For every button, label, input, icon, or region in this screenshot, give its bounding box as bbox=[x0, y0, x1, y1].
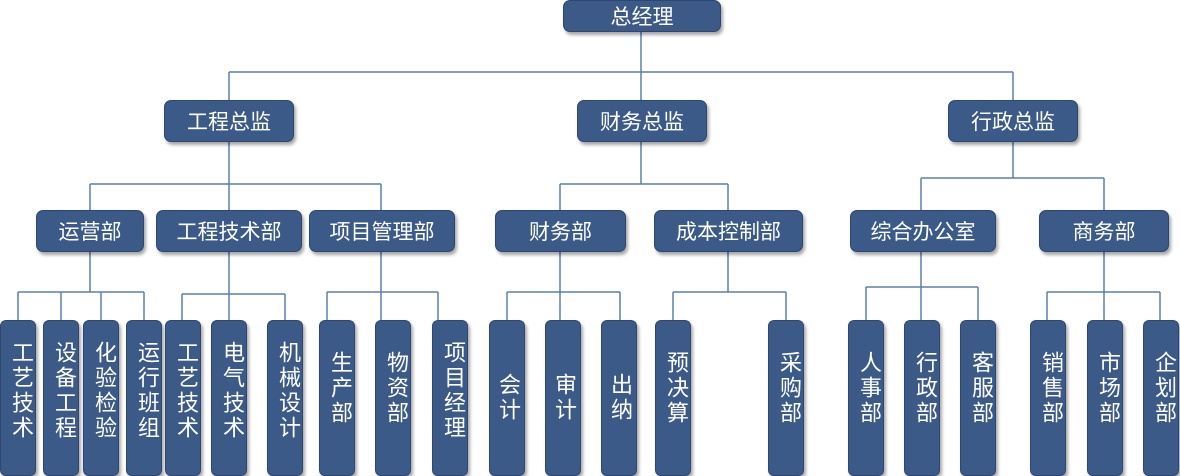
connector-admin bbox=[920, 142, 1105, 210]
connector-ceo bbox=[228, 32, 1014, 100]
dept-operations: 运营部 bbox=[36, 210, 144, 252]
director-admin: 行政总监 bbox=[948, 100, 1078, 142]
unit-planning: 企划部 bbox=[1143, 320, 1179, 476]
connector-finance bbox=[559, 142, 729, 210]
unit-project-manager: 项目经理 bbox=[432, 320, 468, 476]
connector-engineering bbox=[89, 142, 382, 210]
connector-finance-dept bbox=[506, 252, 621, 320]
dept-finance: 财务部 bbox=[495, 210, 626, 252]
director-finance: 财务总监 bbox=[577, 100, 707, 142]
unit-customer-service: 客服部 bbox=[960, 320, 996, 476]
unit-ops-team: 运行班组 bbox=[126, 320, 162, 476]
unit-accounting: 会计 bbox=[489, 320, 525, 476]
unit-cashier: 出纳 bbox=[601, 320, 637, 476]
unit-audit: 审计 bbox=[545, 320, 581, 476]
unit-materials: 物资部 bbox=[375, 320, 411, 476]
unit-administration: 行政部 bbox=[904, 320, 940, 476]
director-engineering: 工程总监 bbox=[164, 100, 294, 142]
connector-cost-control bbox=[672, 252, 787, 320]
connector-project-mgmt bbox=[326, 252, 439, 320]
dept-general-office: 综合办公室 bbox=[850, 210, 996, 252]
dept-business: 商务部 bbox=[1039, 210, 1169, 252]
ceo-box: 总经理 bbox=[563, 0, 721, 32]
connector-general-office bbox=[865, 252, 979, 320]
unit-marketing: 市场部 bbox=[1087, 320, 1123, 476]
dept-engineering-tech: 工程技术部 bbox=[156, 210, 302, 252]
unit-procurement: 采购部 bbox=[768, 320, 804, 476]
dept-project-mgmt: 项目管理部 bbox=[309, 210, 455, 252]
unit-budget: 预决算 bbox=[655, 320, 691, 476]
connector-engineering-tech bbox=[181, 252, 286, 320]
unit-process-tech-2: 工艺技术 bbox=[165, 320, 201, 476]
unit-equipment-eng: 设备工程 bbox=[43, 320, 79, 476]
unit-sales: 销售部 bbox=[1030, 320, 1066, 476]
unit-production: 生产部 bbox=[319, 320, 355, 476]
unit-process-tech-1: 工艺技术 bbox=[0, 320, 36, 476]
connector-business bbox=[1046, 252, 1161, 320]
unit-mech-design: 机械设计 bbox=[267, 320, 303, 476]
unit-hr: 人事部 bbox=[848, 320, 884, 476]
dept-cost-control: 成本控制部 bbox=[654, 210, 803, 252]
unit-lab-testing: 化验检验 bbox=[83, 320, 119, 476]
connector-operations bbox=[17, 252, 145, 320]
unit-electrical-tech: 电气技术 bbox=[211, 320, 247, 476]
